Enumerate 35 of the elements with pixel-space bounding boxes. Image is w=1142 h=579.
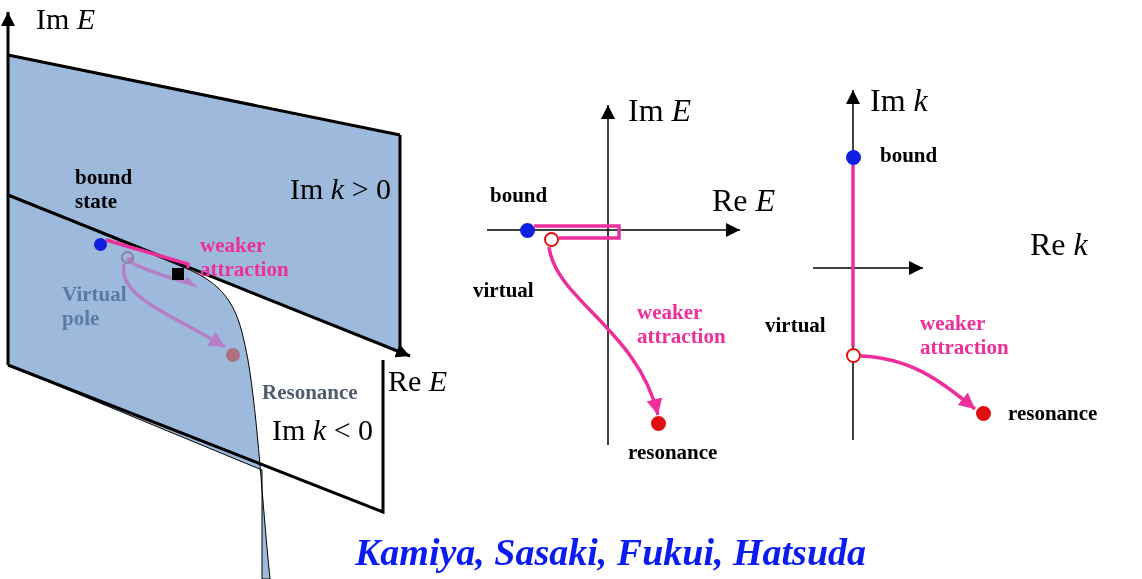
pole-dot xyxy=(650,415,666,431)
trajectory-arrow xyxy=(547,246,661,416)
region-label: Im k > 0 xyxy=(290,172,392,206)
pole-label: Virtual pole xyxy=(62,282,128,330)
region-label: Im k < 0 xyxy=(272,413,374,447)
edge-label: weaker attraction xyxy=(200,233,290,281)
edge-label: weaker attraction xyxy=(920,311,1010,359)
pole-label: virtual xyxy=(473,278,535,302)
trajectory-arrow xyxy=(121,263,226,349)
trajectory-line xyxy=(105,238,190,268)
pole-dot xyxy=(975,405,991,421)
axis-label: Im k xyxy=(870,82,928,119)
author-names: Kamiya, Sasaki, Fukui, Hatsuda xyxy=(355,530,866,574)
pole-label: resonance xyxy=(1008,401,1099,425)
square-marker xyxy=(172,268,184,280)
pole-label: bound state xyxy=(75,165,134,213)
pole-label: bound xyxy=(880,143,939,167)
pole-label: bound xyxy=(490,183,549,207)
pole-dot xyxy=(519,222,535,238)
trajectory-arrow xyxy=(860,354,977,411)
pole-label: virtual xyxy=(765,313,827,337)
trajectory-line xyxy=(534,224,621,240)
open-pole-dot xyxy=(543,231,559,247)
edge-label: weaker attraction xyxy=(637,300,727,348)
axis-label: Im E xyxy=(36,2,96,36)
pole-label: resonance xyxy=(628,440,719,464)
axis-label: Im E xyxy=(628,92,692,129)
axis-label: Re E xyxy=(388,364,448,398)
axis-label: Re k xyxy=(1030,226,1088,263)
axis-label: Re E xyxy=(712,182,776,219)
open-pole-dot xyxy=(120,250,134,264)
open-pole-dot xyxy=(845,347,861,363)
pole-label: Resonance xyxy=(262,380,359,404)
pole-dot xyxy=(845,149,861,165)
trajectory-line xyxy=(851,165,855,347)
